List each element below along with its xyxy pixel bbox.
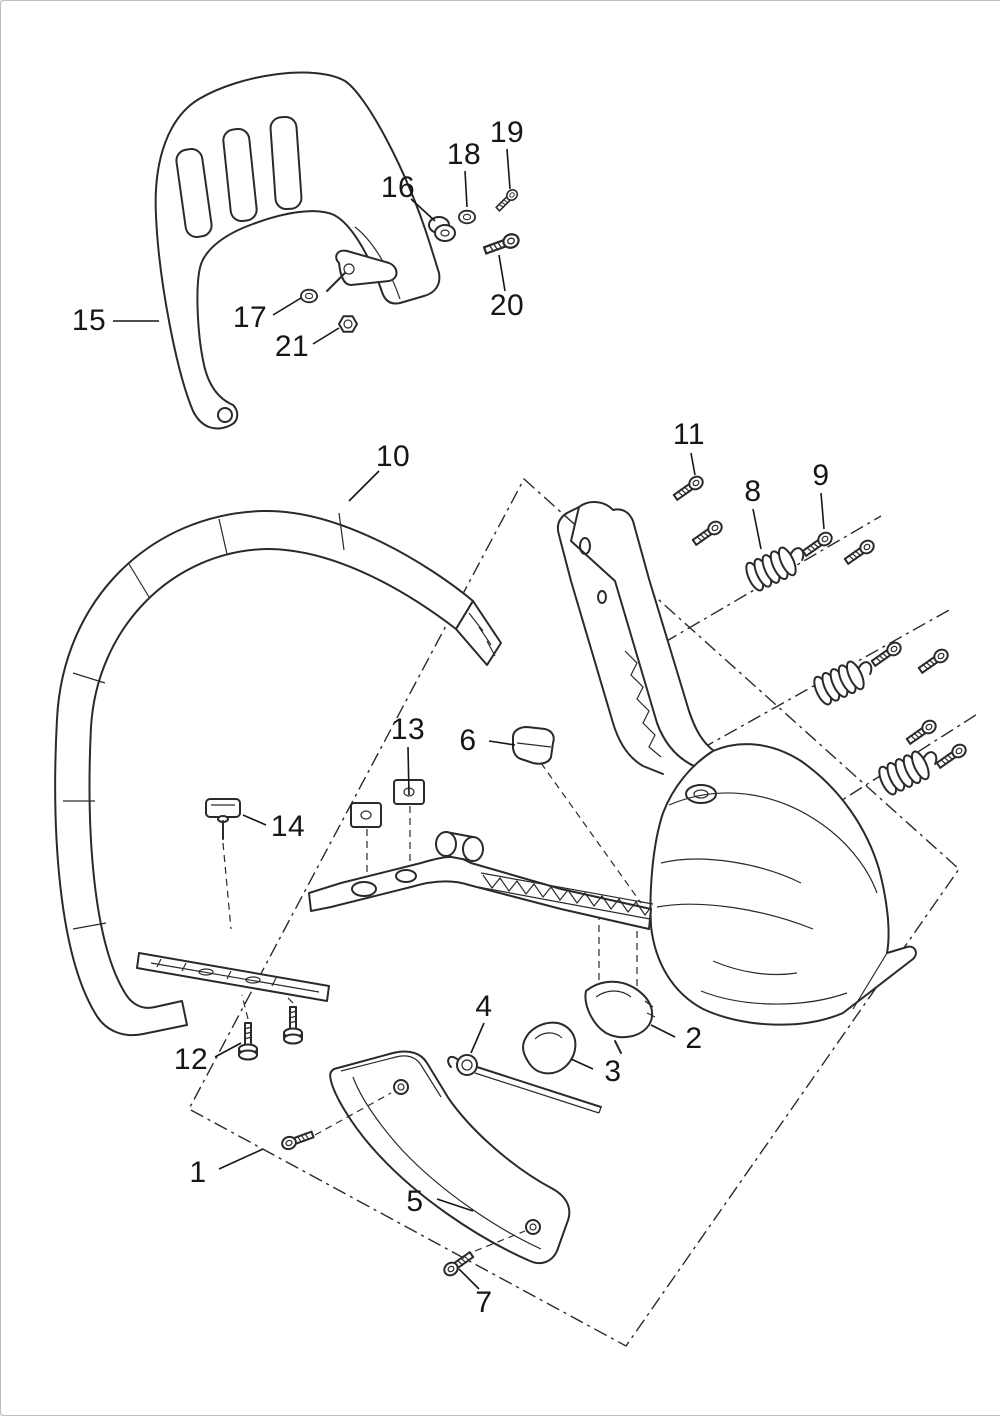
cover-screws	[279, 1092, 526, 1279]
spring-screws	[671, 473, 970, 772]
front-handle-tube	[54, 509, 502, 1036]
clip-14	[205, 798, 241, 930]
trigger-3	[522, 1021, 577, 1075]
mounting-bracket	[308, 831, 654, 930]
plug-6	[512, 726, 642, 904]
spring-wire-4	[447, 1054, 602, 1114]
insert-plates-13	[350, 779, 425, 877]
rear-handle-housing	[556, 501, 917, 1026]
bottom-cover	[329, 1050, 571, 1265]
callout-leader-lines	[113, 148, 825, 1290]
lever-2	[584, 980, 656, 1054]
handle-rail	[136, 952, 330, 1002]
hand-guard	[154, 71, 441, 430]
rail-screws-12	[238, 994, 303, 1061]
